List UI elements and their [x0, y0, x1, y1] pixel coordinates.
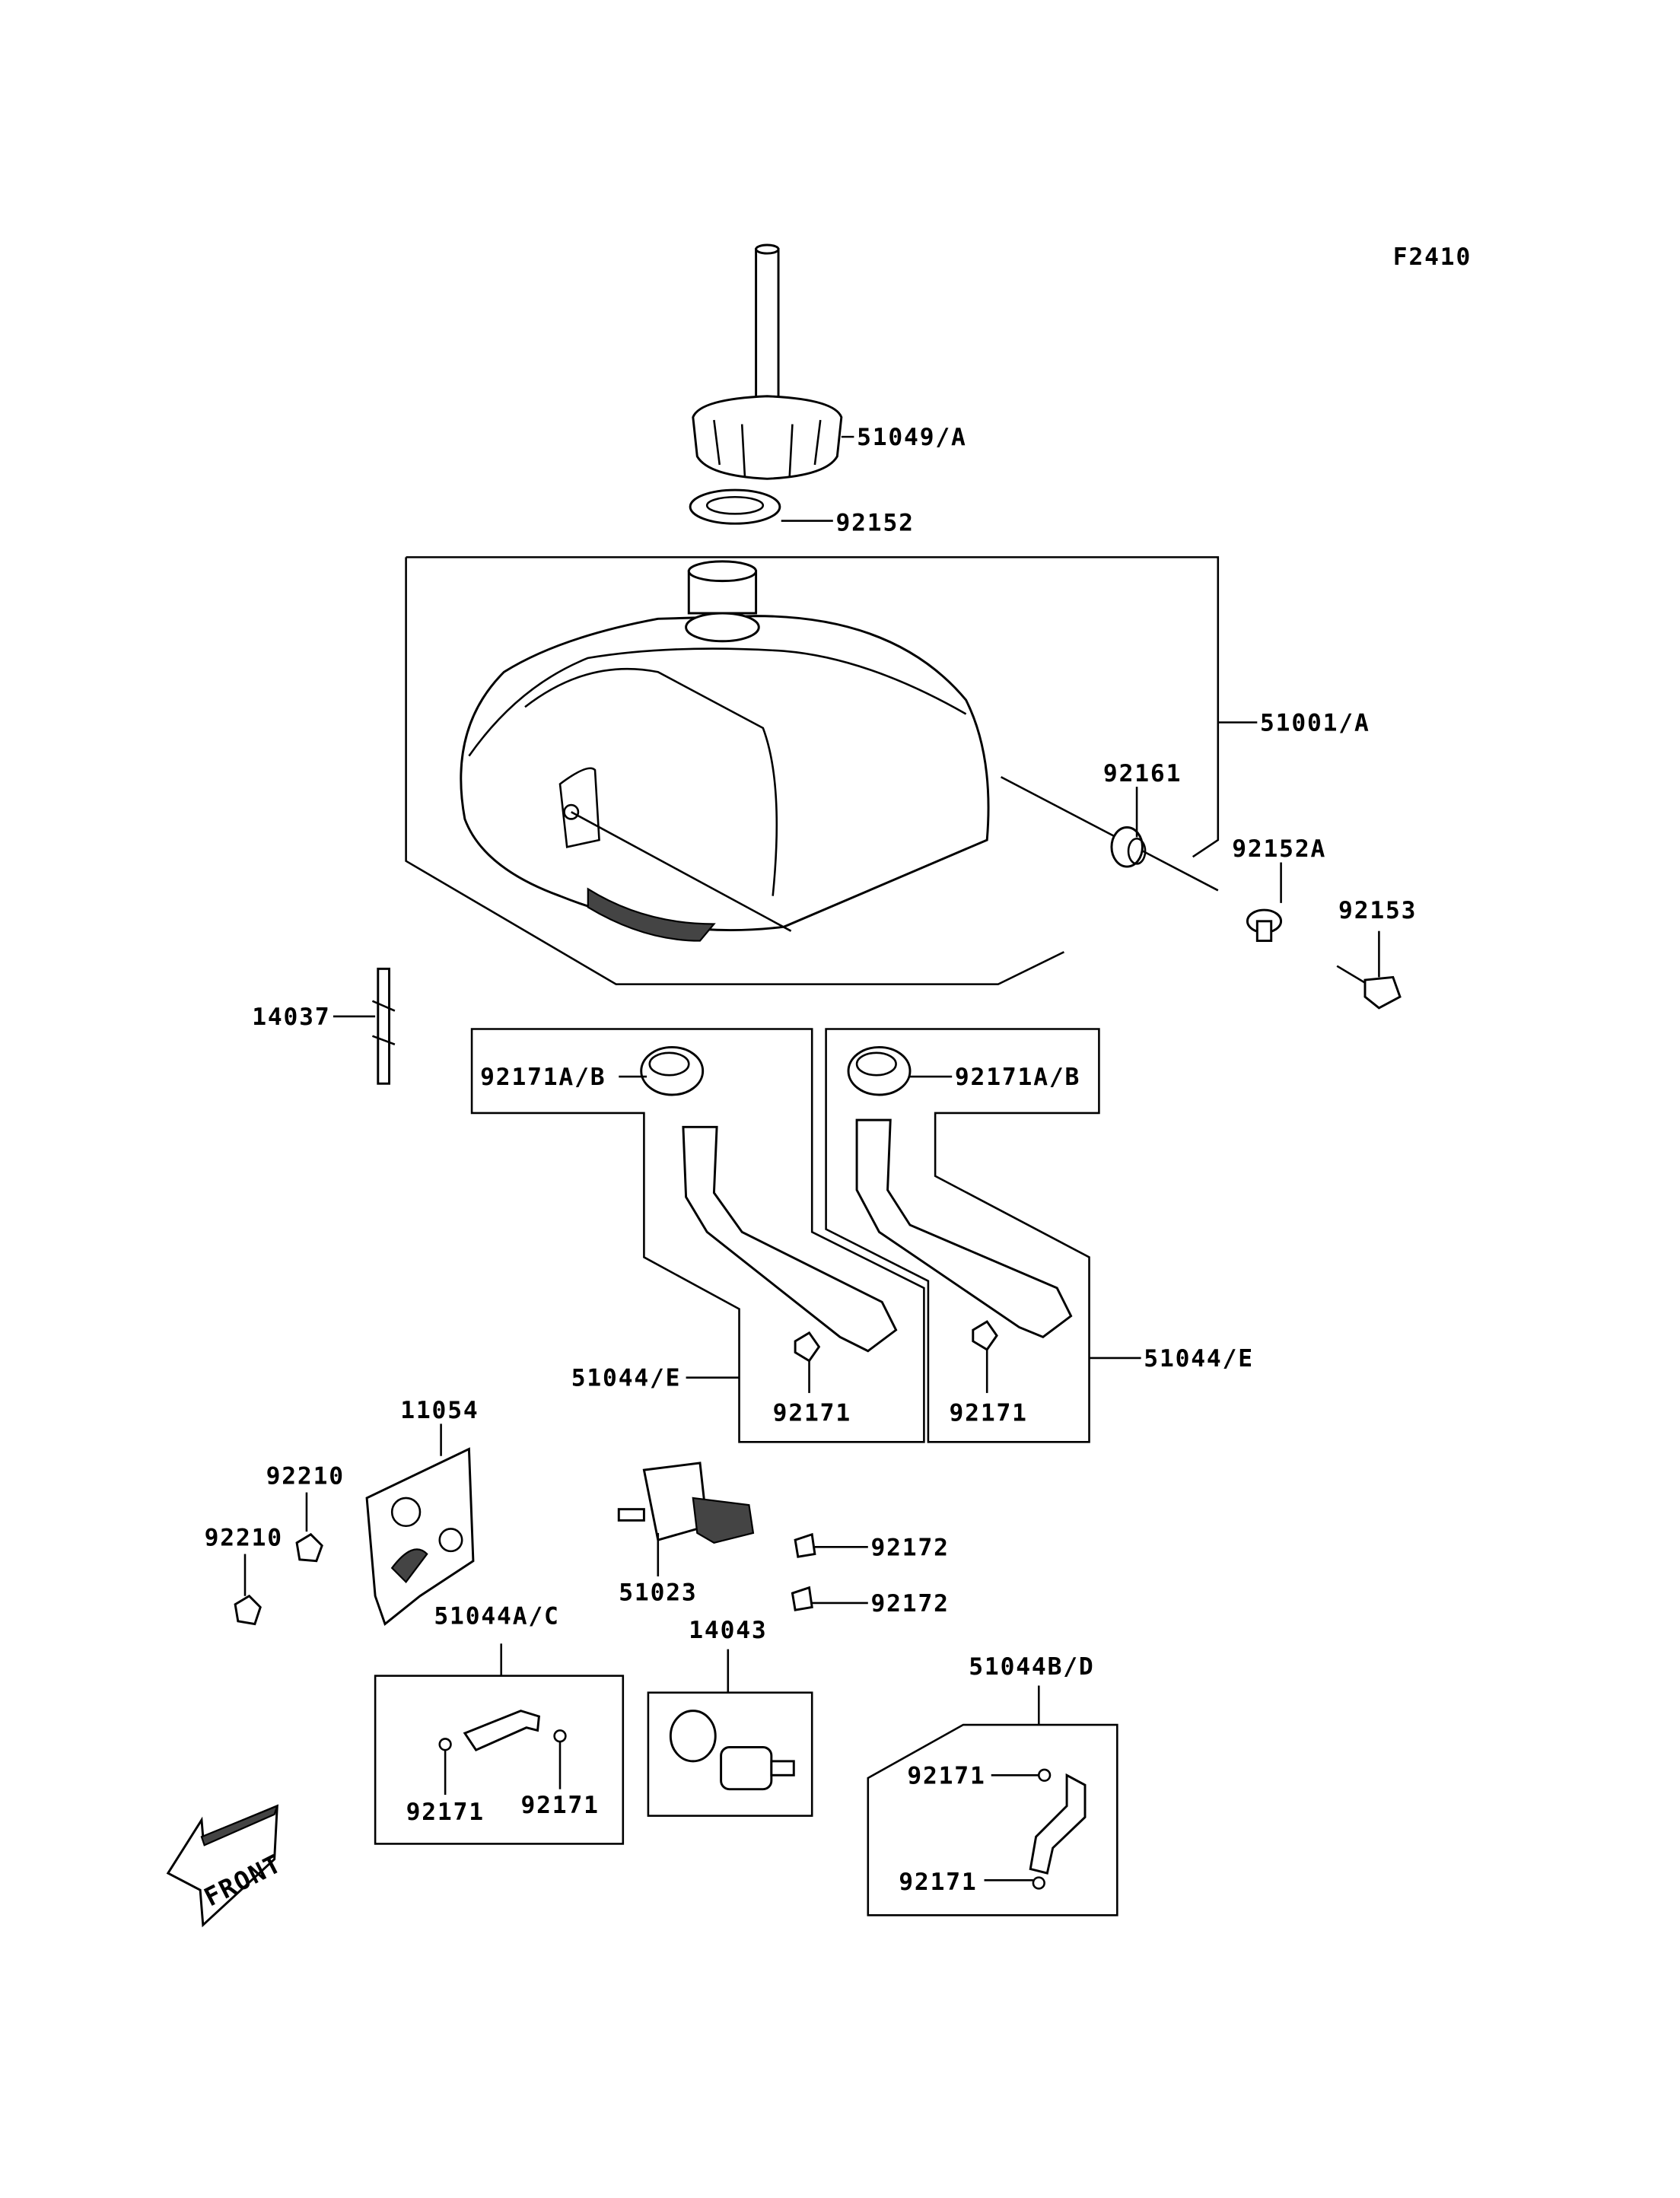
label-92153: 92153 [1338, 897, 1417, 924]
label-92210-lower: 92210 [205, 1524, 283, 1551]
label-92171AB-right: 92171A/B [955, 1064, 1080, 1091]
clip-right [972, 1320, 998, 1351]
fuel-filter-14043 [669, 1710, 795, 1791]
clip-ac-1 [438, 1738, 452, 1751]
label-51044BD: 51044B/D [969, 1653, 1094, 1681]
screw-upper [794, 1532, 816, 1558]
clip-ac-2 [553, 1729, 567, 1743]
collar-92152A [1246, 908, 1283, 943]
label-92171-bd-1: 92171 [907, 1762, 985, 1789]
clamp-left [640, 1045, 705, 1096]
diagram-code: F2410 [1393, 243, 1472, 271]
label-92152A: 92152A [1232, 835, 1326, 863]
fuel-cock-51023 [617, 1462, 755, 1544]
clip-bd-2 [1032, 1876, 1045, 1890]
label-92161: 92161 [1103, 760, 1182, 787]
nut-upper [295, 1532, 323, 1563]
hose-bd [1029, 1773, 1087, 1875]
label-11054: 11054 [400, 1397, 479, 1424]
front-arrow-icon: FRONT [166, 1804, 287, 1928]
filter-box [647, 1691, 813, 1817]
label-92171-ac-2: 92171 [520, 1792, 599, 1819]
hose-group-left-frame [470, 1028, 925, 1443]
label-51044E-right: 51044/E [1144, 1345, 1254, 1373]
label-92171AB-left: 92171A/B [480, 1064, 606, 1091]
tank-frame [405, 556, 1220, 985]
label-92171-right: 92171 [950, 1400, 1028, 1427]
bracket-11054 [365, 1447, 475, 1626]
damper-92161 [1110, 826, 1147, 868]
screw-lower [791, 1586, 813, 1611]
label-92172-upper: 92172 [870, 1534, 949, 1561]
clip-left [794, 1331, 821, 1363]
cap-gasket [689, 488, 781, 525]
clip-bd-1 [1037, 1768, 1052, 1782]
label-92152: 92152 [835, 509, 914, 536]
fuel-tank [460, 560, 990, 942]
nut-lower [234, 1594, 262, 1626]
label-51001A: 51001/A [1260, 710, 1370, 737]
label-92171-ac-1: 92171 [406, 1799, 485, 1826]
clamp-14037 [371, 967, 396, 1085]
label-92210-upper: 92210 [266, 1463, 345, 1490]
label-92171-bd-2: 92171 [899, 1869, 977, 1896]
label-51023: 51023 [619, 1579, 697, 1606]
hose-bd-box [867, 1723, 1118, 1916]
clamp-right [847, 1045, 912, 1096]
label-51049A: 51049/A [857, 424, 967, 451]
hose-right [855, 1118, 1073, 1339]
label-92171-left: 92171 [773, 1400, 851, 1427]
label-92172-lower: 92172 [870, 1590, 949, 1617]
label-14037: 14037 [252, 1004, 330, 1031]
label-51044E-left: 51044/E [571, 1365, 682, 1392]
hose-left [682, 1125, 898, 1353]
bolt-92153 [1336, 965, 1402, 1010]
label-14043: 14043 [689, 1617, 767, 1644]
hose-ac [463, 1710, 540, 1752]
label-51044AC: 51044A/C [434, 1603, 559, 1630]
hose-ac-box [374, 1675, 625, 1845]
fuel-cap [692, 243, 843, 480]
hose-group-right-frame [825, 1028, 1100, 1443]
